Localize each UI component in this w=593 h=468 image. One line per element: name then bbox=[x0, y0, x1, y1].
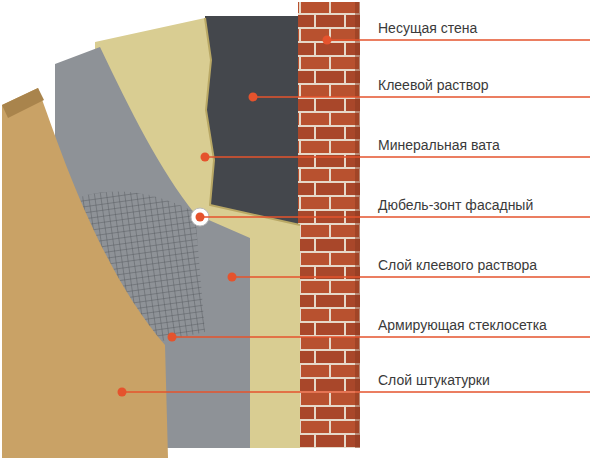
leader-dot bbox=[249, 93, 258, 102]
part-label: Слой клеевого раствора bbox=[378, 256, 537, 274]
leader-lines bbox=[122, 40, 590, 392]
leader-dot bbox=[201, 153, 210, 162]
brick-wall bbox=[298, 2, 360, 448]
part-label: Клеевой раствор bbox=[378, 76, 489, 94]
leader-line bbox=[327, 39, 590, 41]
leader-line bbox=[205, 156, 590, 158]
leader-dot bbox=[323, 36, 332, 45]
part-label: Минеральная вата bbox=[378, 136, 500, 154]
leader-line bbox=[253, 96, 590, 98]
plaster-layer bbox=[2, 88, 168, 458]
plaster-edge bbox=[2, 88, 44, 118]
part-label: Армирующая стеклосетка bbox=[378, 316, 547, 334]
leader-line bbox=[172, 336, 590, 338]
leader-dots bbox=[118, 36, 332, 397]
leader-dot bbox=[228, 273, 237, 282]
part-label: Слой штукатурки bbox=[378, 371, 490, 389]
leader-dot bbox=[118, 388, 127, 397]
leader-line bbox=[200, 216, 590, 218]
leader-line bbox=[232, 276, 590, 278]
leader-dot bbox=[168, 333, 177, 342]
leader-line bbox=[122, 391, 590, 393]
part-label: Несущая стена bbox=[378, 19, 477, 37]
wool-edge bbox=[205, 18, 300, 225]
brick-edge bbox=[355, 2, 360, 448]
part-label: Дюбель-зонт фасадный bbox=[378, 196, 533, 214]
leader-dot bbox=[196, 213, 205, 222]
